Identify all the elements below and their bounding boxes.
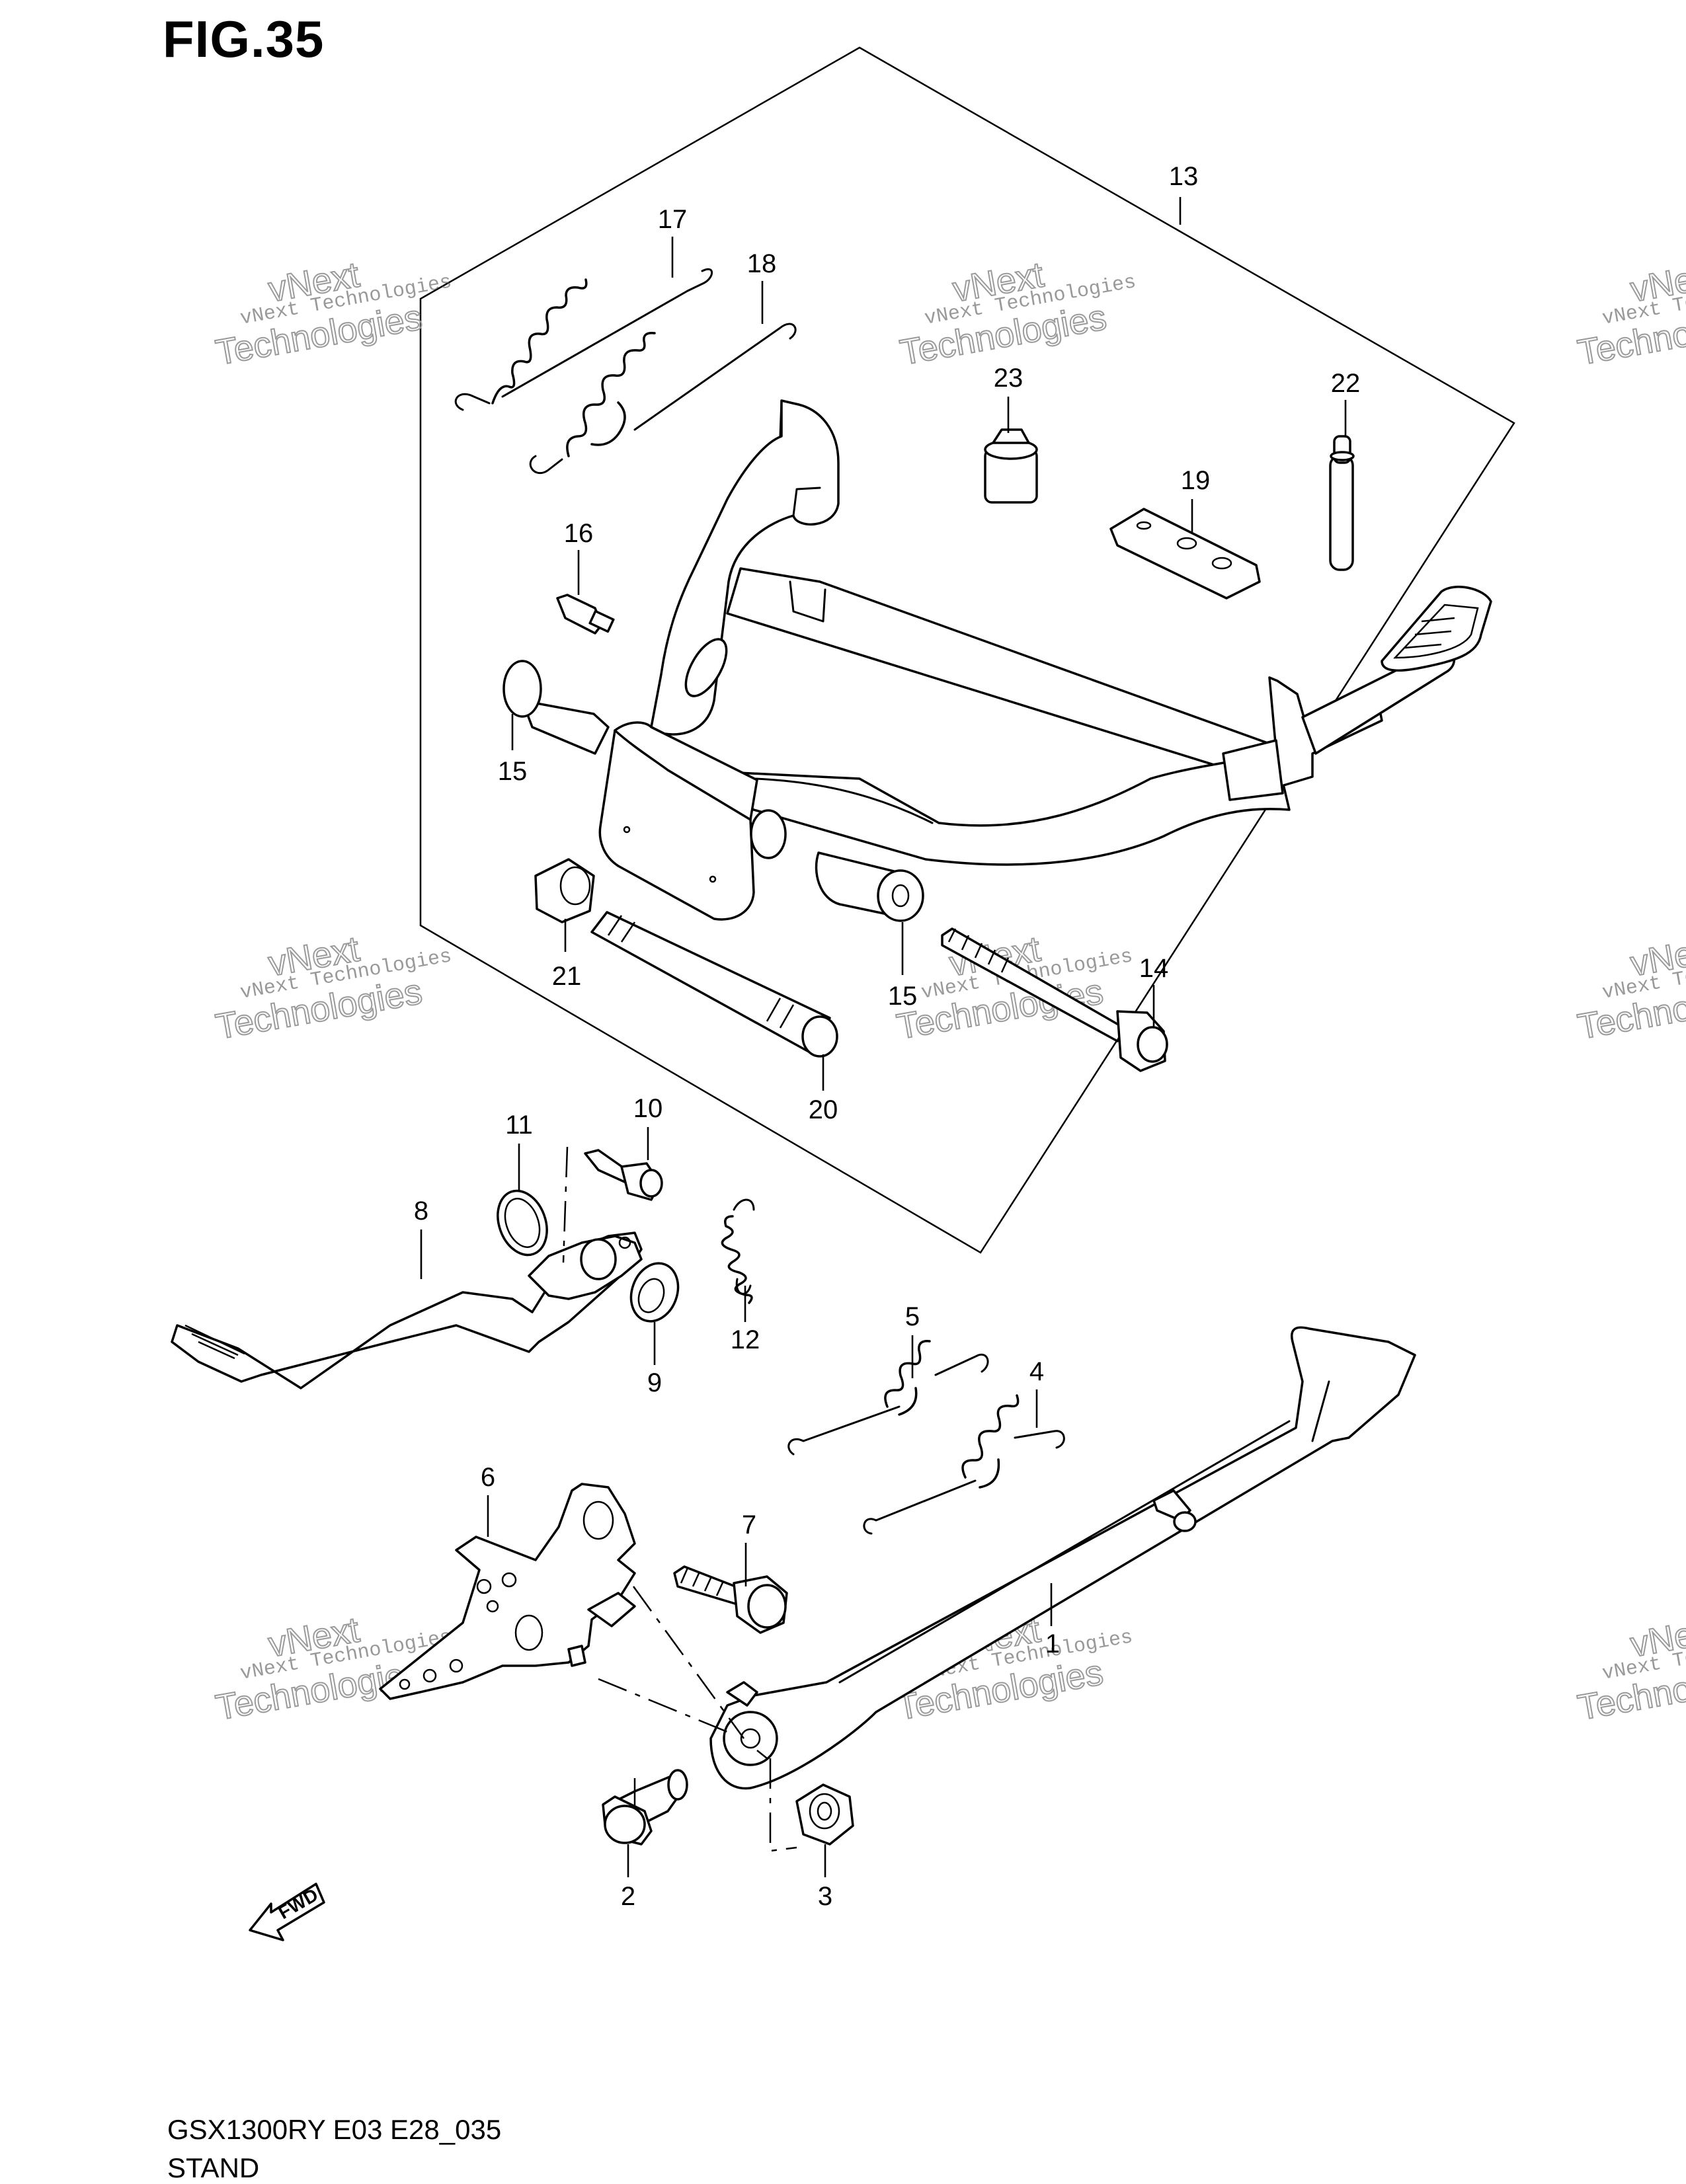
callout-13: 13 bbox=[1169, 162, 1199, 191]
center-stand-frame bbox=[598, 399, 1492, 921]
part-15-bush-lower bbox=[815, 851, 924, 922]
callout-14: 14 bbox=[1139, 954, 1169, 983]
section-name: STAND bbox=[167, 2152, 260, 2183]
callout-23: 23 bbox=[994, 364, 1024, 393]
assembly-lines bbox=[562, 1146, 797, 1852]
part-19-rubber bbox=[1109, 508, 1261, 600]
part-9-washer bbox=[629, 1262, 680, 1323]
part-16-nipple bbox=[556, 594, 615, 635]
callout-5: 5 bbox=[905, 1302, 920, 1331]
part-8-lever bbox=[171, 1231, 643, 1389]
watermark: vNext vNext Technologies Technologies bbox=[897, 254, 1138, 373]
part-5-spring bbox=[787, 1340, 989, 1456]
model-code: GSX1300RY E03 E28_035 bbox=[167, 2114, 502, 2145]
fwd-arrow: FWD bbox=[249, 1883, 325, 1941]
part-20-shaft bbox=[590, 911, 838, 1058]
callout-11: 11 bbox=[505, 1111, 533, 1140]
assembly-13-outline bbox=[419, 46, 1515, 1254]
part-1-side-stand bbox=[709, 1326, 1416, 1790]
callout-2: 2 bbox=[621, 1882, 635, 1911]
callout-17: 17 bbox=[658, 205, 688, 234]
callout-8: 8 bbox=[414, 1196, 428, 1226]
part-10-nipple bbox=[584, 1149, 663, 1201]
figure-title: FIG.35 bbox=[163, 10, 325, 68]
callout-21: 21 bbox=[552, 962, 582, 991]
watermark: vNext vNext Technologies Technologies bbox=[212, 254, 454, 373]
part-15-bush-upper bbox=[502, 660, 610, 755]
callout-numbers: 13 17 18 23 22 19 16 15 21 15 14 20 10 1… bbox=[414, 162, 1360, 1911]
part-7-bolt bbox=[673, 1565, 788, 1634]
part-23-stopper bbox=[984, 428, 1038, 504]
callout-16: 16 bbox=[564, 519, 594, 548]
part-12-spring bbox=[721, 1198, 755, 1304]
watermark: vNext vNext Technologies Technologies bbox=[1574, 1609, 1686, 1728]
callout-20: 20 bbox=[809, 1095, 838, 1124]
watermark: vNext vNext Technologies Technologies bbox=[212, 928, 454, 1047]
part-6-bracket bbox=[379, 1483, 636, 1700]
callout-7: 7 bbox=[742, 1510, 756, 1540]
callout-12: 12 bbox=[731, 1325, 760, 1354]
watermarks: vNext vNext Technologies Technologies vN… bbox=[212, 254, 1686, 1728]
callout-18: 18 bbox=[747, 249, 777, 278]
leader-lines bbox=[420, 197, 1347, 1877]
watermark: vNext vNext Technologies Technologies bbox=[1574, 928, 1686, 1047]
svg-text:vNext: vNext bbox=[266, 1610, 362, 1664]
part-17-spring bbox=[454, 268, 713, 411]
watermark: vNext vNext Technologies Technologies bbox=[1574, 254, 1686, 373]
part-18-spring bbox=[529, 323, 797, 475]
callout-9: 9 bbox=[647, 1368, 662, 1397]
callout-19: 19 bbox=[1181, 466, 1211, 495]
part-21-nut bbox=[534, 858, 595, 923]
callout-15-lower: 15 bbox=[888, 982, 918, 1011]
part-4-spring bbox=[863, 1394, 1065, 1535]
callout-22: 22 bbox=[1331, 369, 1361, 398]
callout-1: 1 bbox=[1045, 1629, 1060, 1658]
callout-3: 3 bbox=[818, 1882, 832, 1911]
callout-4: 4 bbox=[1029, 1357, 1044, 1386]
part-14-bolt bbox=[941, 927, 1168, 1072]
part-22-pin bbox=[1329, 435, 1355, 571]
part-2-bolt bbox=[602, 1769, 688, 1846]
part-11-circlip bbox=[497, 1189, 548, 1257]
callout-15-upper: 15 bbox=[498, 757, 528, 786]
callout-10: 10 bbox=[633, 1094, 663, 1123]
callout-6: 6 bbox=[481, 1463, 495, 1492]
part-3-nut bbox=[795, 1783, 854, 1846]
